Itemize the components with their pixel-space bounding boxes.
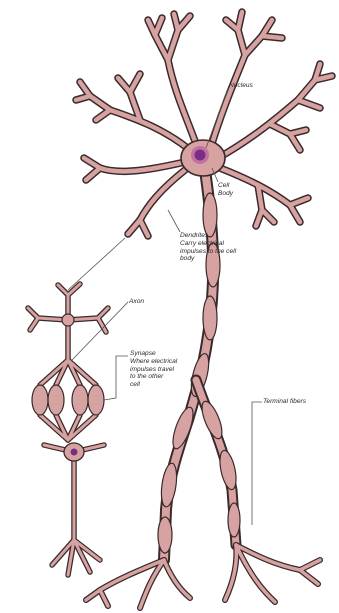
dendrites-label-line-3: impulses to the cell <box>180 248 236 256</box>
synapse-label-line-3: impulses travel <box>130 366 177 374</box>
terminal-fibers-label: Terminal fibers <box>263 398 306 406</box>
nucleus-label: Nucleus <box>229 82 253 90</box>
axon-label-text: Axon <box>129 298 144 305</box>
large-neuron <box>76 12 332 608</box>
synapse-bulbs <box>32 385 104 415</box>
dendrites-label-line-1: Dendrites <box>180 232 236 240</box>
dendrites-label-line-2: Carry electrical <box>180 240 236 248</box>
cell-body-label: Cell Body <box>218 182 233 198</box>
small-neuron <box>28 284 108 575</box>
synapse-label-line-2: Where electrical <box>130 358 177 366</box>
synapse-label: Synapse Where electrical impulses travel… <box>130 350 177 389</box>
axon-label: Axon <box>129 298 144 306</box>
cell-body-label-line-1: Cell <box>218 182 233 190</box>
dendrites-label-line-4: body <box>180 255 236 263</box>
synapse-label-line-1: Synapse <box>130 350 177 358</box>
synapse-label-line-5: cell <box>130 381 177 389</box>
leader-lines <box>68 88 262 525</box>
terminal-fibers-label-text: Terminal fibers <box>263 398 306 405</box>
synapse-label-line-4: to the other <box>130 373 177 381</box>
nucleus-label-text: Nucleus <box>229 82 253 89</box>
nucleus-mark <box>191 146 209 164</box>
cell-body-label-line-2: Body <box>218 190 233 198</box>
dendrites-label: Dendrites Carry electrical impulses to t… <box>180 232 236 263</box>
